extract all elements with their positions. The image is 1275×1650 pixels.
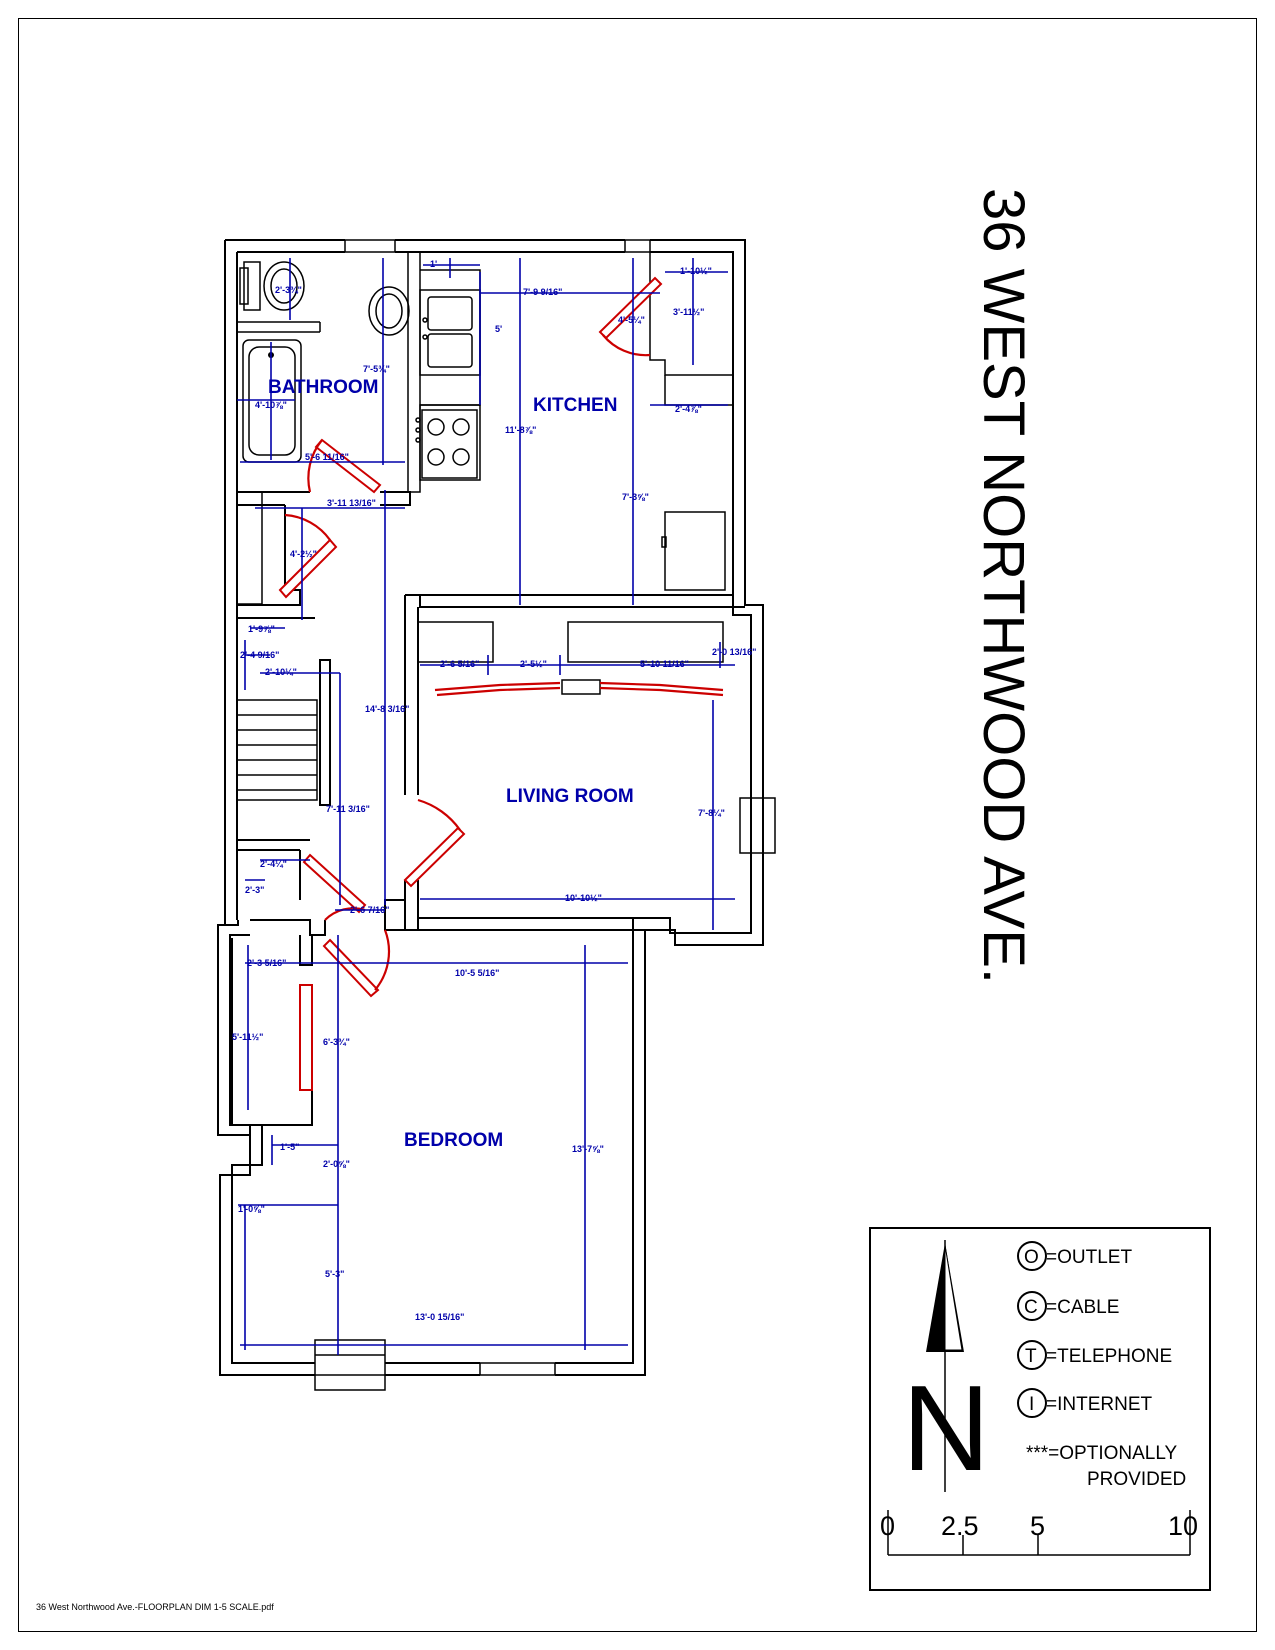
page-border [18, 18, 1257, 1632]
dim-bed-width: 13'-0 15/16" [415, 1312, 464, 1322]
room-label-kitchen: KITCHEN [533, 395, 617, 416]
doors [278, 276, 724, 1091]
dim-pantry-depth: 3'-11½" [673, 307, 704, 317]
telephone-symbol: T [1025, 1346, 1037, 1367]
dim-closet-door: 4'-2½" [290, 549, 317, 559]
legend-cable: =CABLE [1046, 1297, 1119, 1318]
scale-bar: 0 2.5 5 10 [880, 1510, 1198, 1556]
dimension-labels: 2'-3¾" 4'-10⅞" 7'-5¾" 5'-6 11/16" 3'-11 … [232, 259, 756, 1322]
legend: N O =OUTLET C =CABLE T =TELEPHONE I =INT… [869, 1227, 1211, 1591]
dim-bed-closet-height: 5'-11½" [232, 1032, 263, 1042]
exterior-walls [217, 239, 776, 1391]
dim-closet-lower-a: 2'-4¼" [260, 859, 287, 869]
dim-pantry-width: 1'-10½" [680, 266, 712, 276]
dim-sink-counter: 5' [495, 324, 502, 334]
dim-bed-closet-inner: 6'-3¾" [323, 1037, 350, 1047]
scale-label-0: 0 [880, 1511, 895, 1541]
dim-bed-width-top: 10'-5 5/16" [455, 968, 499, 978]
internet-symbol-icon [1017, 1388, 1047, 1418]
outlet-symbol-icon [1017, 1241, 1047, 1271]
legend-internet: =INTERNET [1046, 1394, 1152, 1415]
dim-bed-offset-c: 1'-0⅝" [238, 1204, 265, 1214]
dim-lr-width: 10'-10½" [565, 893, 602, 903]
room-label-bedroom: BEDROOM [404, 1130, 503, 1151]
dim-stair-c: 2'-10¼" [265, 667, 297, 677]
dim-kitchen-height: 11'-8⅞" [505, 425, 536, 435]
address-title: 36 WEST NORTHWOOD AVE. [971, 188, 1036, 984]
dim-bed-offset-b: 2'-0⅝" [323, 1159, 350, 1169]
north-arrow-icon [926, 1240, 964, 1492]
dim-bed-lower: 5'-3" [325, 1269, 344, 1279]
dim-closet-lower-b: 2'-3" [245, 885, 264, 895]
legend-outlet: =OUTLET [1046, 1247, 1132, 1268]
footer-filename: 36 West Northwood Ave.-FLOORPLAN DIM 1-5… [36, 1602, 274, 1612]
dim-lr-top-c: 5'-10 11/16" [640, 659, 689, 669]
dim-bed-height: 13'-7⅝" [572, 1144, 604, 1154]
dim-bed-offset-a: 1'-5" [280, 1142, 299, 1152]
legend-optional-1: ***=OPTIONALLY [1026, 1443, 1178, 1464]
room-label-living-room: LIVING ROOM [506, 786, 634, 807]
legend-telephone: =TELEPHONE [1046, 1346, 1172, 1367]
dim-bed-closet-top: 2'-3 5/16" [247, 958, 286, 968]
outlet-symbol: O [1024, 1247, 1039, 1268]
dim-bath-width: 5'-6 11/16" [305, 452, 349, 462]
dim-kitchen-width: 7'-9 9/16" [523, 287, 562, 297]
dim-stair-length: 7'-11 3/16" [326, 804, 370, 814]
scale-label-5: 5 [1030, 1511, 1045, 1541]
dim-counter-short: 1' [430, 259, 437, 269]
internet-symbol: I [1029, 1394, 1034, 1415]
fixtures [236, 252, 733, 801]
dim-lr-top-d: 2'-0 13/16" [712, 647, 756, 657]
scale-label-10: 10 [1168, 1511, 1198, 1541]
dim-lr-height: 7'-8¼" [698, 808, 725, 818]
legend-box [869, 1227, 1211, 1591]
dim-hall-long: 14'-8 3/16" [365, 704, 409, 714]
dim-toilet: 2'-3¾" [275, 285, 302, 295]
dim-hall-width: 3'-11 13/16" [327, 498, 376, 508]
dim-bath-height: 4'-10⅞" [255, 400, 287, 410]
telephone-symbol-icon [1017, 1340, 1047, 1370]
dim-bath-sink: 7'-5¾" [363, 364, 390, 374]
dim-lr-top-a: 2'-6 5/16" [440, 659, 479, 669]
cable-symbol-icon [1017, 1291, 1047, 1321]
room-labels: BATHROOM KITCHEN LIVING ROOM BEDROOM [268, 377, 634, 1151]
dim-kitchen-depth: 7'-3⅝" [622, 492, 649, 502]
dimension-lines [237, 258, 735, 1355]
dim-stair-a: 1'-9⅞" [248, 624, 275, 634]
cable-symbol: C [1024, 1297, 1038, 1318]
room-label-bathroom: BATHROOM [268, 377, 378, 398]
dim-door-lower: 2'-6 7/16" [350, 905, 389, 915]
dim-pantry-right: 2'-4⅞" [675, 404, 702, 414]
dim-lr-top-b: 2'-5½" [520, 659, 547, 669]
legend-optional-2: PROVIDED [1087, 1469, 1186, 1490]
dim-stair-b: 2'-4 9/16" [240, 650, 279, 660]
scale-label-2-5: 2.5 [941, 1511, 979, 1541]
north-label: N [902, 1360, 990, 1496]
dim-pantry-door: 4'-5¼" [618, 315, 645, 325]
